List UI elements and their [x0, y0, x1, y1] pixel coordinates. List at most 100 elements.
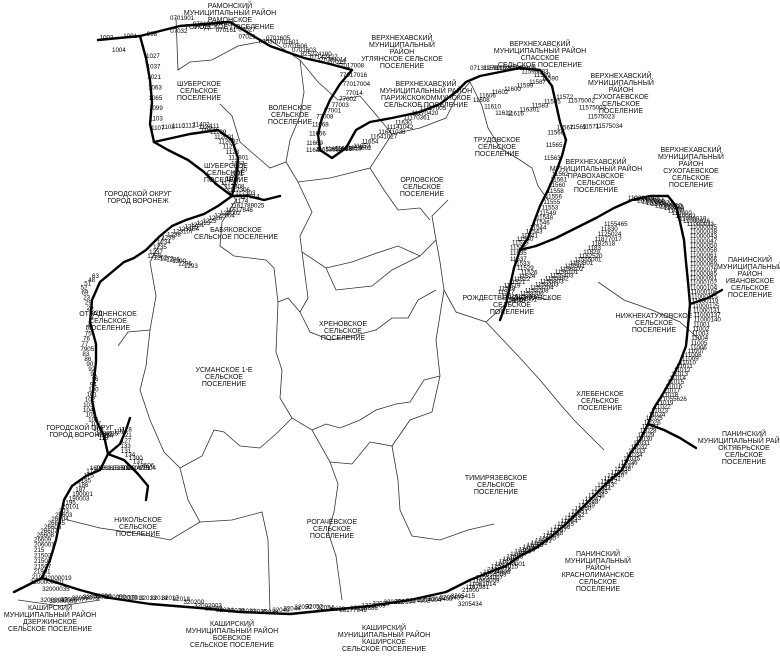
node-label-nw_col: 1108 [162, 124, 176, 131]
node-label-far_east: 11000066 [690, 256, 718, 263]
node-label-west_col: 91 [90, 371, 97, 378]
node-label-far_east: 11003 [692, 331, 709, 338]
node-label-south_nodes: 1323869 [361, 603, 386, 610]
node-label-uglyanets_nodes: 0701605 [266, 35, 291, 42]
district-label-line: МУНИЦИПАЛЬНЫЙ РАЙОН [338, 630, 430, 639]
node-label-west_col: 168 [95, 465, 106, 472]
district-label-line: МУНИЦИПАЛЬНЫЙ [565, 556, 631, 565]
node-label-far_east: 11006054 [637, 198, 665, 205]
node-label-east_nodes: 11544 [530, 225, 547, 232]
district-label-line: УГЛЯНСКОЕ СЕЛЬСКОЕ [361, 56, 443, 63]
route-center-west [88, 194, 234, 456]
node-label-west_col: 14701 [133, 465, 151, 472]
boundary-khrenovo-north [325, 255, 421, 291]
node-label-far_east: 11000137 [694, 312, 722, 319]
node-label-nw_top: 07023 [217, 20, 235, 27]
node-label-center_nodes: 1131 [230, 171, 244, 178]
district-label-line: МУНИЦИПАЛЬНЫЙ [658, 152, 724, 161]
node-label-west_col: 8 [88, 320, 92, 327]
node-label-far_east: 11057 [550, 527, 567, 534]
node-label-center_nodes: 1174 [235, 198, 249, 205]
district-label-line: МУНИЦИПАЛЬНЫЙ РАЙОН [698, 436, 780, 445]
node-label-east_nodes: 11538 [512, 240, 529, 247]
node-label-far_east: 11025 [646, 415, 663, 422]
node-label-nw_top: 1001 [123, 33, 137, 40]
node-label-center_nodes: 1161789025 [230, 203, 265, 210]
node-label-far_east: 11013 [671, 371, 688, 378]
node-label-west_col: 117 [119, 427, 129, 434]
node-label-nw_col: 1099 [149, 105, 163, 112]
node-label-east_nodes: 11555 [543, 199, 560, 206]
node-label-spas_nodes: 11572 [556, 94, 573, 101]
node-label-west_col: 121 [121, 432, 132, 439]
district-label-line: СЕЛЬСКОЕ ПОСЕЛЕНИЕ [8, 626, 92, 633]
node-label-east_nodes: 11533 [513, 261, 530, 268]
node-label-east_nodes: 11522 [514, 276, 531, 283]
node-label-south_nodes: 32000081 [83, 594, 111, 601]
node-label-center_nodes: 123107 [173, 229, 194, 236]
node-label-uglyanets_nodes: 11141042 [387, 124, 414, 131]
node-label-far_east: 11028 [640, 428, 657, 435]
boundary-trudovskoe [469, 81, 549, 201]
node-label-far_east: 11006 [690, 344, 707, 351]
boundary-nikolskoe [67, 519, 201, 541]
node-label-west_col: 63 [92, 273, 99, 280]
boundary-khrenovo-inner2 [311, 375, 441, 431]
node-label-spas_nodes: 11606 [479, 93, 496, 100]
node-label-west_col: 9 [90, 315, 94, 322]
node-label-far_east: 11000102 [690, 280, 718, 287]
node-label-center_nodes: 117014 [239, 194, 260, 201]
district-label-line: ВЕРХНЕХАВСКИЙ [395, 79, 456, 88]
boundary-khrenovo [275, 289, 445, 465]
node-label-west_col: 48 [88, 277, 95, 284]
district-label-line: СЕЛЬСКОЕ [579, 579, 617, 586]
district-label-line: ОРЛОВСКОЕ [400, 177, 444, 184]
node-label-nw_col: 1037 [147, 63, 161, 70]
node-label-west_col: 150 [128, 465, 139, 472]
district-label-line: ВЕРХНЕХАВСКИЙ [509, 39, 570, 48]
node-label-center_nodes: 117306 [230, 187, 251, 194]
node-label-spas_nodes: 11590 [542, 76, 559, 83]
node-label-spas_nodes: 11565 [546, 142, 563, 149]
node-label-east_nodes: 1155403 [550, 272, 574, 279]
node-label-far_east: 11040 [607, 472, 624, 479]
node-label-spas_nodes: 11563 [544, 155, 561, 162]
node-label-far_east: 11039 [611, 469, 628, 476]
node-label-west_col: 23 [83, 295, 90, 302]
node-label-center_nodes: 122004 [214, 212, 235, 219]
boundary-north-uglyanets [285, 59, 471, 183]
district-label-line: РАЙОН [609, 85, 633, 94]
node-label-spas_nodes: 11566 [547, 129, 564, 136]
node-label-far_east: 11000115 [691, 294, 718, 301]
district-label-line: ПОСЕЛЕНИЕ [380, 63, 425, 70]
node-label-west_col: 26604 [51, 516, 69, 523]
node-label-center_nodes: 1239 [161, 234, 175, 241]
node-label-west_col: 26608 [37, 532, 55, 539]
node-label-far_east: 11000038 [690, 229, 718, 236]
node-label-east_nodes: 11554801 [510, 297, 538, 304]
node-label-nw_col: 1063 [148, 84, 162, 91]
district-label-line: ВЕРХНЕХАВСКИЙ [371, 33, 432, 42]
node-label-center_nodes: 1250 [147, 253, 161, 260]
node-label-far_east: 11059 [543, 533, 560, 540]
district-label-line: КАШИРСКОЕ [362, 639, 406, 646]
node-label-far_east: 11019 [657, 400, 674, 407]
node-label-nw_top: 07030 [259, 38, 277, 45]
node-label-west_col: 101 [87, 392, 98, 399]
node-label-south_nodes: 320254 [395, 598, 416, 605]
district-label-line: СЕЛЬСКОЕ [602, 101, 640, 108]
node-label-uglyanets_nodes: 07015 [328, 59, 346, 66]
district-label-line: ПОСЕЛЕНИЕ [204, 177, 249, 184]
district-label-line: ХРЕНОВСКОЕ [319, 321, 367, 328]
node-label-nw_col: 1126 [199, 124, 213, 131]
node-label-center_nodes: 122002 [220, 210, 241, 217]
node-label-far_east: 11047 [585, 496, 602, 503]
node-label-east_nodes: 115591 [565, 263, 586, 270]
